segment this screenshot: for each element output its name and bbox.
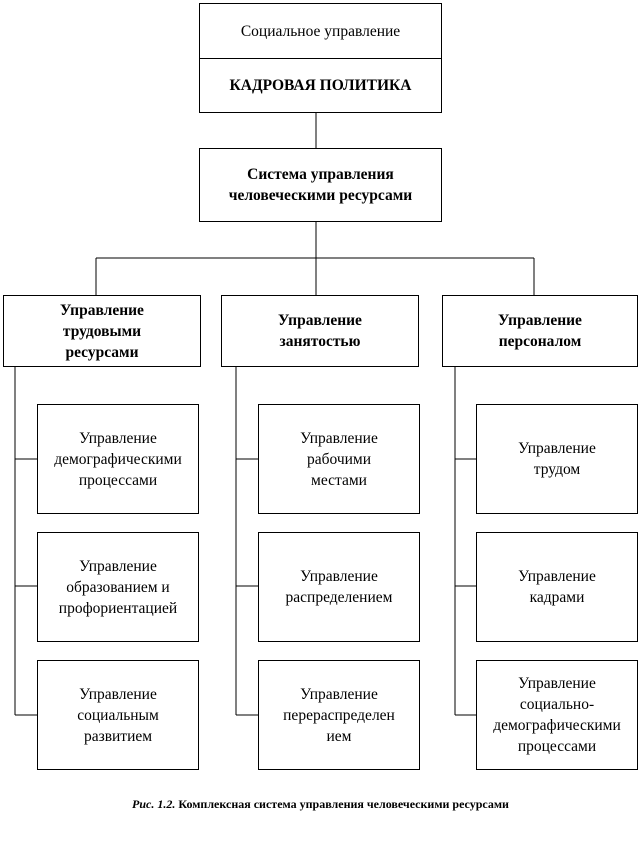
personnel-policy-label: КАДРОВАЯ ПОЛИТИКА [229, 77, 412, 94]
hr-management-system-box: Система управления человеческими ресурса… [199, 148, 442, 222]
education-guidance-label: Управление образованием и профориентацие… [58, 557, 178, 617]
social-management-label: Социальное управление [240, 22, 401, 40]
demographic-processes-box: Управление демографическими процессами [37, 404, 199, 514]
socio-demographic-label: Управление социально- демографическими п… [493, 675, 621, 755]
figure-caption-text: Комплексная система управления человечес… [178, 797, 509, 811]
redistribution-box: Управление перераспределен ием [258, 660, 420, 770]
hr-management-system-label: Система управления человеческими ресурса… [228, 166, 413, 204]
figure-caption: Рис. 1.2. Комплексная система управления… [0, 797, 641, 812]
social-management-box: Социальное управление [199, 3, 442, 59]
workplaces-label: Управление рабочими местами [300, 429, 378, 489]
figure-caption-prefix: Рис. 1.2. [132, 797, 176, 811]
education-guidance-box: Управление образованием и профориентацие… [37, 532, 199, 642]
workplaces-box: Управление рабочими местами [258, 404, 420, 514]
distribution-box: Управление распределением [258, 532, 420, 642]
labor-management-box: Управление трудом [476, 404, 638, 514]
staff-management-label: Управление персоналом [498, 312, 582, 350]
distribution-label: Управление распределением [285, 568, 393, 606]
cadres-management-label: Управление кадрами [518, 568, 596, 606]
demographic-processes-label: Управление демографическими процессами [54, 429, 182, 489]
cadres-management-box: Управление кадрами [476, 532, 638, 642]
labor-management-label: Управление трудом [518, 440, 596, 478]
social-development-label: Управление социальным развитием [77, 685, 159, 745]
socio-demographic-box: Управление социально- демографическими п… [476, 660, 638, 770]
personnel-policy-box: КАДРОВАЯ ПОЛИТИКА [199, 58, 442, 113]
labor-resources-management-label: Управление трудовыми ресурсами [60, 301, 144, 361]
redistribution-label: Управление перераспределен ием [283, 685, 395, 745]
employment-management-label: Управление занятостью [278, 312, 362, 350]
social-development-box: Управление социальным развитием [37, 660, 199, 770]
labor-resources-management-box: Управление трудовыми ресурсами [3, 295, 201, 367]
employment-management-box: Управление занятостью [221, 295, 419, 367]
staff-management-box: Управление персоналом [442, 295, 638, 367]
